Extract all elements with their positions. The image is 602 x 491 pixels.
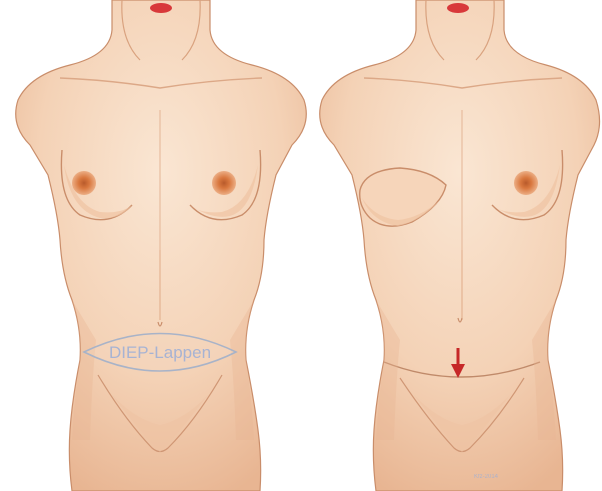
nipple-left-before: [72, 171, 96, 195]
nipple-right-before: [212, 171, 236, 195]
lips-before: [150, 3, 172, 13]
nipple-right-after: [514, 171, 538, 195]
torso-after: [320, 0, 600, 491]
panel-after: Kfz-2014: [320, 0, 600, 491]
signature-mark: Kfz-2014: [474, 474, 499, 480]
panel-before: DIEP-Lappen: [16, 0, 307, 491]
diep-flap-label: DIEP-Lappen: [109, 343, 211, 362]
lips-after: [447, 3, 469, 13]
torso-before: [16, 0, 307, 491]
